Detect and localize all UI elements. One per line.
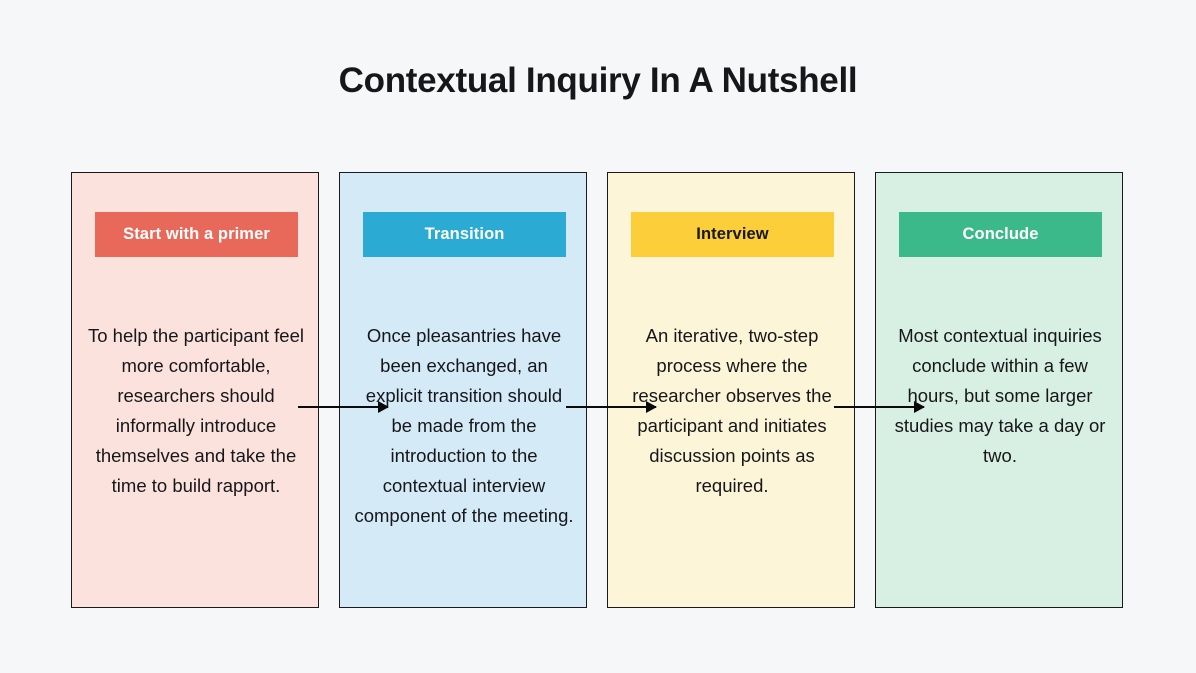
arrow-head-icon — [646, 401, 657, 413]
process-step-card: Interview An iterative, two-step process… — [607, 172, 855, 608]
step-body-text: Once pleasantries have been exchanged, a… — [354, 325, 574, 526]
step-body-text: An iterative, two-step process where the… — [632, 325, 832, 496]
flow-arrow-icon — [834, 401, 925, 413]
arrow-head-icon — [914, 401, 925, 413]
step-label-text: Conclude — [962, 225, 1039, 244]
process-flow: Start with a primer To help the particip… — [71, 172, 1125, 610]
process-step-card: Conclude Most contextual inquiries concl… — [875, 172, 1123, 608]
step-label-text: Start with a primer — [123, 225, 270, 244]
step-label-badge: Interview — [631, 212, 834, 257]
flow-arrow-icon — [298, 401, 389, 413]
step-label-text: Transition — [424, 225, 505, 244]
step-body-text: To help the participant feel more comfor… — [88, 325, 304, 496]
step-body-text: Most contextual inquiries conclude withi… — [894, 325, 1106, 466]
step-label-text: Interview — [696, 225, 769, 244]
process-step-card: Start with a primer To help the particip… — [71, 172, 319, 608]
flow-arrow-icon — [566, 401, 657, 413]
process-step-card: Transition Once pleasantries have been e… — [339, 172, 587, 608]
step-label-badge: Transition — [363, 212, 566, 257]
step-label-badge: Start with a primer — [95, 212, 298, 257]
step-label-badge: Conclude — [899, 212, 1102, 257]
page-title: Contextual Inquiry In A Nutshell — [338, 61, 858, 100]
arrow-head-icon — [378, 401, 389, 413]
